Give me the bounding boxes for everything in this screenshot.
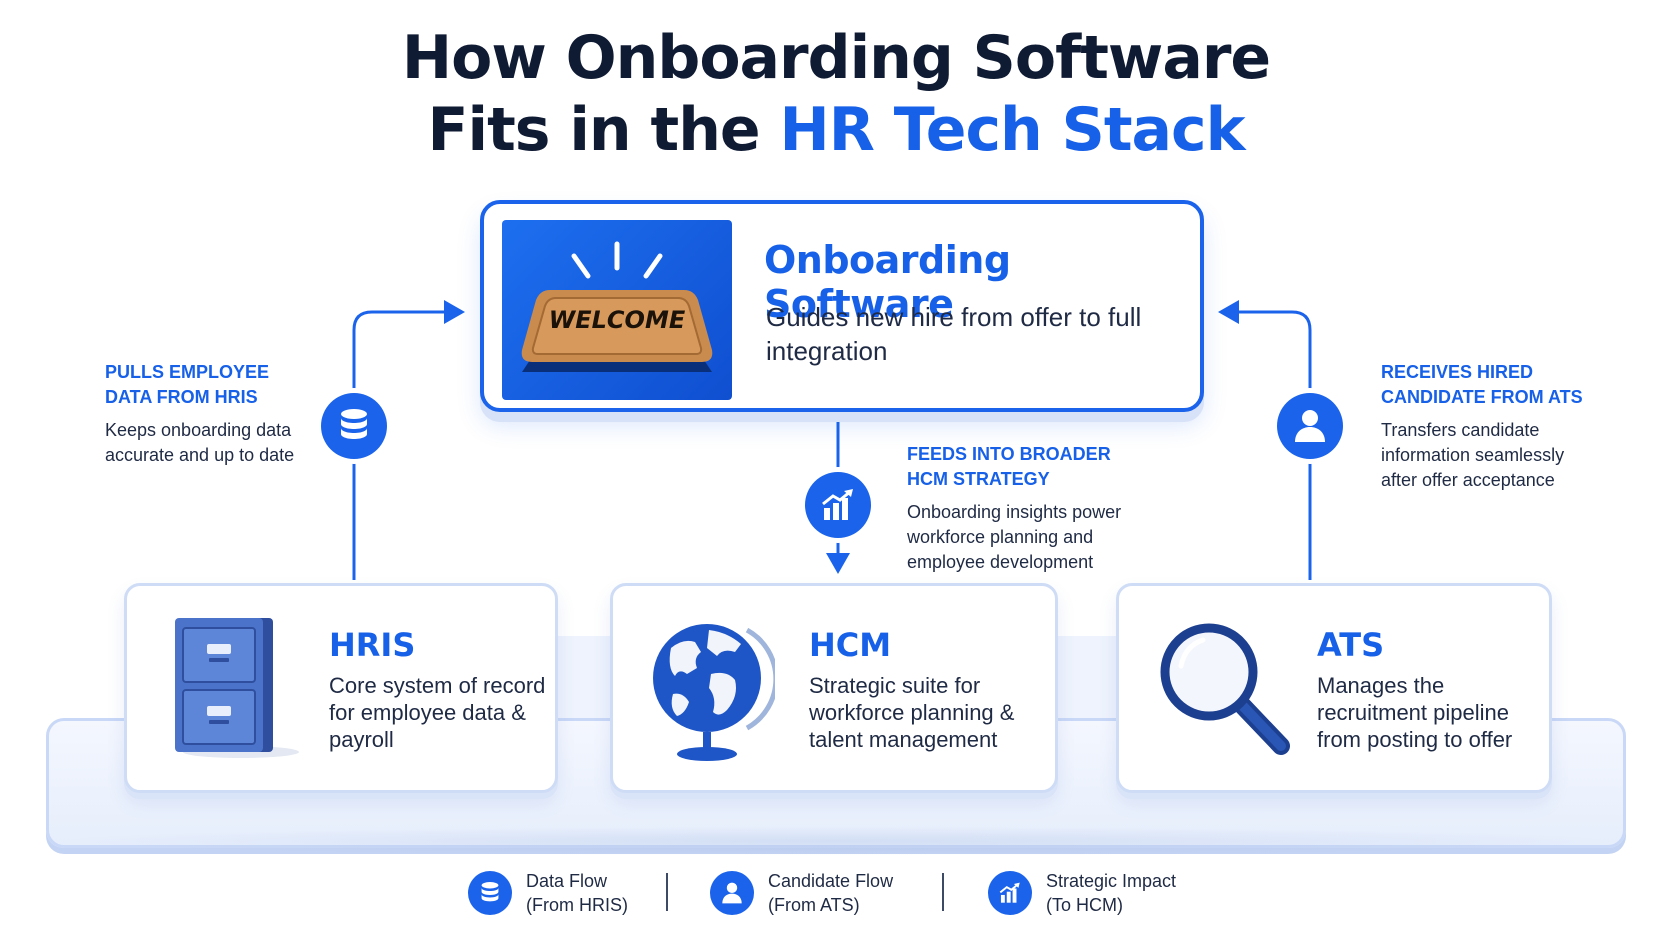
ats-flow-arrowhead [1218, 300, 1239, 324]
legend-strategic-impact-line1: Strategic Impact [1046, 871, 1177, 891]
hcm-flow-node [805, 472, 871, 538]
platform-shadow [48, 826, 1624, 856]
ats-flow-node [1277, 393, 1343, 459]
legend-data-flow: Data Flow (From HRIS) [468, 868, 628, 918]
welcome-mat-text: WELCOME [548, 306, 686, 334]
magnifying-glass-icon [1160, 623, 1290, 755]
title-accent: HR Tech Stack [779, 95, 1246, 165]
hcm-card-title: HCM [809, 626, 892, 664]
hris-flow-line [352, 310, 455, 580]
legend-strategic-impact-line2: (To HCM) [1046, 895, 1123, 915]
ats-card-title: ATS [1317, 626, 1385, 664]
legend-database-icon [468, 871, 512, 915]
globe-icon [653, 624, 775, 761]
hris-flow-node [321, 393, 387, 459]
page-title: How Onboarding Software Fits in the HR T… [0, 22, 1672, 166]
database-icon [341, 409, 367, 439]
hcm-flow-body: Onboarding insights power workforce plan… [907, 502, 1122, 572]
hris-flow-body: Keeps onboarding data accurate and up to… [105, 420, 295, 465]
hris-flow-heading: Pulls employee data from HRIS [105, 362, 270, 407]
welcome-mat-image: WELCOME [502, 220, 732, 400]
filing-cabinet-icon [175, 618, 299, 758]
legend-separator-1 [666, 873, 668, 911]
hcm-flow-arrowhead [826, 553, 850, 574]
legend-data-flow-line2: (From HRIS) [526, 895, 628, 915]
hris-card: HRIS Core system of record for employee … [124, 583, 558, 793]
legend-strategic-impact: Strategic Impact (To HCM) [988, 868, 1176, 918]
legend-separator-2 [942, 873, 944, 911]
hris-card-description: Core system of record for employee data … [329, 673, 546, 752]
legend-data-flow-line1: Data Flow [526, 871, 608, 891]
welcome-mat-icon [521, 241, 713, 372]
legend-candidate-flow-line1: Candidate Flow [768, 871, 894, 891]
hris-card-title: HRIS [329, 626, 416, 664]
onboarding-software-card: WELCOME Onboarding Software Guides new h… [480, 200, 1204, 412]
hcm-card: HCM Strategic suite for workforce planni… [610, 583, 1058, 793]
legend-growth-chart-icon [988, 871, 1032, 915]
legend-candidate-flow: Candidate Flow (From ATS) [710, 868, 893, 918]
title-line-1: How Onboarding Software [401, 23, 1271, 93]
ats-flow-line [1228, 310, 1312, 580]
hcm-card-description: Strategic suite for workforce planning &… [809, 673, 1015, 752]
hcm-flow-heading: Feeds into broader HCM strategy [907, 444, 1111, 489]
ats-flow-label: Receives hired candidate from ATS Transf… [1381, 360, 1601, 493]
ats-card: ATS Manages the recruitment pipeline fro… [1116, 583, 1552, 793]
hris-flow-label: Pulls employee data from HRIS Keeps onbo… [105, 360, 305, 468]
growth-chart-icon [822, 489, 853, 520]
hcm-flow-label: Feeds into broader HCM strategy Onboardi… [907, 442, 1147, 575]
title-line-2-prefix: Fits in the [427, 95, 780, 165]
onboarding-software-description: Guides new hire from offer to full integ… [766, 302, 1142, 366]
user-icon [1295, 410, 1325, 442]
ats-flow-body: Transfers candidate information seamless… [1381, 420, 1565, 490]
title-line-2: Fits in the HR Tech Stack [0, 94, 1672, 166]
onboarding-software-title: Onboarding Software [764, 238, 1011, 326]
hris-flow-arrowhead [444, 300, 465, 324]
ats-card-description: Manages the recruitment pipeline from po… [1317, 673, 1513, 752]
legend-user-icon [710, 871, 754, 915]
legend-candidate-flow-line2: (From ATS) [768, 895, 860, 915]
ats-flow-heading: Receives hired candidate from ATS [1381, 362, 1583, 407]
